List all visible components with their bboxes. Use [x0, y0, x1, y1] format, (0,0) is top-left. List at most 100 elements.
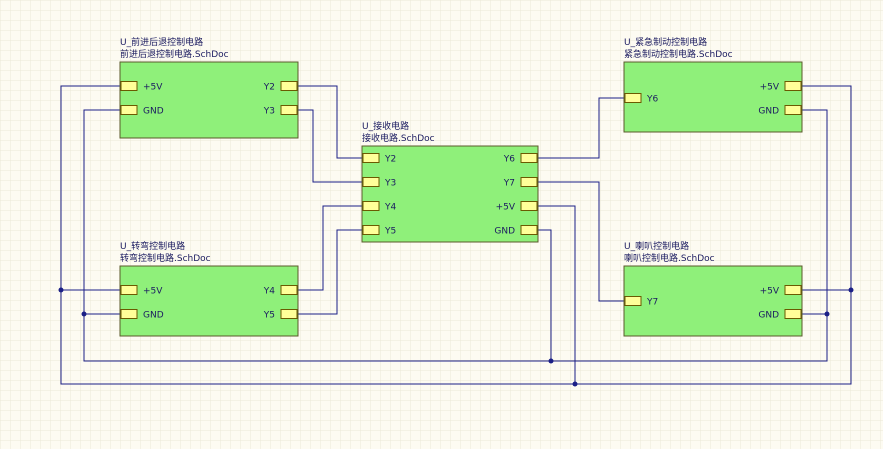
- sheet-entry-label: GND: [758, 107, 779, 117]
- sheet-entry-label: Y2: [384, 155, 396, 165]
- sheet-entry-marker[interactable]: [520, 201, 538, 211]
- sheet-entry-label: Y6: [646, 95, 658, 105]
- sheet-entry-gnd[interactable]: GND: [120, 309, 164, 321]
- sheet-filename: 接收电路.SchDoc: [362, 132, 435, 144]
- sheet-entry-label: +5V: [143, 83, 163, 93]
- net-wire-y6[interactable]: [538, 97, 624, 159]
- sheet-entry-label: Y3: [263, 107, 275, 117]
- junction-dot: [548, 358, 554, 364]
- sheet-entry-label: GND: [758, 311, 779, 321]
- sheet-entry-label: Y7: [503, 179, 515, 189]
- sheet-symbol-body[interactable]: [119, 61, 299, 139]
- sheet-entry-marker[interactable]: [362, 177, 380, 187]
- sheet-entry-marker[interactable]: [784, 81, 802, 91]
- net-wire-y5[interactable]: [298, 229, 362, 315]
- sheet-entry-marker[interactable]: [362, 201, 380, 211]
- sheet-entry-marker[interactable]: [784, 105, 802, 115]
- sheet-entry-marker[interactable]: [120, 105, 138, 115]
- sheet-entry-marker[interactable]: [520, 225, 538, 235]
- sheet-entry-label: +5V: [760, 287, 780, 297]
- net-wire-gnd-receive[interactable]: [538, 229, 552, 361]
- sheet-designator: U_接收电路: [362, 120, 409, 132]
- sheet-designator: U_喇叭控制电路: [624, 240, 689, 252]
- sheet-entry-marker[interactable]: [280, 285, 298, 295]
- sheet-entry-label: Y6: [503, 155, 515, 165]
- sheet-symbol-layer: U_前进后退控制电路前进后退控制电路.SchDoc+5VGNDY2Y3U_转弯控…: [119, 36, 803, 337]
- junction-dot: [824, 311, 830, 317]
- sheet-entry-label: +5V: [760, 83, 780, 93]
- sheet-entry-label: GND: [143, 107, 164, 117]
- sheet-entry-label: Y2: [263, 83, 275, 93]
- sheet-entry-label: Y7: [646, 298, 658, 308]
- junction-dot: [81, 311, 87, 317]
- sheet-entry-label: GND: [494, 227, 515, 237]
- sheet-filename: 紧急制动控制电路.SchDoc: [624, 48, 733, 60]
- sheet-entry-y4[interactable]: Y4: [362, 201, 396, 213]
- sheet-entry-y5[interactable]: Y5: [263, 309, 298, 321]
- sheet-entry-marker[interactable]: [520, 153, 538, 163]
- sheet-entry-plus-5v[interactable]: +5V: [496, 201, 538, 213]
- junction-dot: [58, 287, 64, 293]
- sheet-symbol-body[interactable]: [119, 265, 299, 337]
- sheet-filename: 喇叭控制电路.SchDoc: [624, 252, 715, 264]
- net-wire-y3[interactable]: [298, 109, 362, 183]
- sheet-entry-marker[interactable]: [280, 105, 298, 115]
- sheet-entry-marker[interactable]: [120, 285, 138, 295]
- sheet-entry-y3[interactable]: Y3: [362, 177, 396, 189]
- sheet-symbol-body[interactable]: [361, 145, 539, 243]
- sheet-entry-gnd[interactable]: GND: [758, 105, 802, 117]
- sheet-entry-label: +5V: [496, 203, 516, 213]
- sheet-symbol-body[interactable]: [623, 265, 803, 337]
- sheet-entry-label: Y5: [263, 311, 275, 321]
- sheet-entry-y4[interactable]: Y4: [263, 285, 298, 297]
- sheet-entry-marker[interactable]: [362, 153, 380, 163]
- junction-dot: [848, 287, 854, 293]
- sheet-entry-plus-5v[interactable]: +5V: [120, 285, 163, 297]
- sheet-entry-marker[interactable]: [624, 296, 642, 306]
- sheet-entry-marker[interactable]: [120, 309, 138, 319]
- net-wire-y2[interactable]: [298, 85, 362, 159]
- sheet-entry-gnd[interactable]: GND: [120, 105, 164, 117]
- sheet-symbol-body[interactable]: [623, 61, 803, 133]
- sheet-entry-marker[interactable]: [280, 81, 298, 91]
- sheet-entry-y7[interactable]: Y7: [624, 296, 658, 308]
- net-wire-5v-bus[interactable]: [60, 85, 852, 385]
- sheet-entry-marker[interactable]: [120, 81, 138, 91]
- sheet-designator: U_转弯控制电路: [120, 240, 185, 252]
- sheet-entry-label: Y4: [384, 203, 396, 213]
- sheet-entry-marker[interactable]: [784, 309, 802, 319]
- sheet-entry-y6[interactable]: Y6: [624, 93, 658, 105]
- sheet-entry-gnd[interactable]: GND: [758, 309, 802, 321]
- wire-layer: [60, 85, 852, 385]
- junction-layer: [58, 287, 854, 387]
- sheet-entry-y6[interactable]: Y6: [503, 153, 538, 165]
- net-wire-5v-receive[interactable]: [538, 205, 576, 384]
- sheet-entry-y2[interactable]: Y2: [263, 81, 298, 93]
- sheet-entry-label: GND: [143, 311, 164, 321]
- sheet-entry-y5[interactable]: Y5: [362, 225, 396, 237]
- sheet-entry-marker[interactable]: [520, 177, 538, 187]
- sheet-entry-y7[interactable]: Y7: [503, 177, 538, 189]
- sheet-entry-label: Y5: [384, 227, 396, 237]
- net-wire-gnd-bus[interactable]: [83, 109, 828, 362]
- net-wire-y7[interactable]: [538, 181, 624, 302]
- sheet-entry-marker[interactable]: [624, 93, 642, 103]
- sheet-entry-y2[interactable]: Y2: [362, 153, 396, 165]
- sheet-entry-gnd[interactable]: GND: [494, 225, 538, 237]
- sheet-filename: 转弯控制电路.SchDoc: [120, 252, 211, 264]
- sheet-entry-marker[interactable]: [784, 285, 802, 295]
- net-wire-y4[interactable]: [298, 205, 362, 291]
- sheet-entry-label: Y3: [384, 179, 396, 189]
- sheet-entry-plus-5v[interactable]: +5V: [760, 285, 802, 297]
- sheet-entry-plus-5v[interactable]: +5V: [120, 81, 163, 93]
- sheet-entry-marker[interactable]: [362, 225, 380, 235]
- sheet-entry-y3[interactable]: Y3: [263, 105, 298, 117]
- sheet-entry-marker[interactable]: [280, 309, 298, 319]
- sheet-entry-plus-5v[interactable]: +5V: [760, 81, 802, 93]
